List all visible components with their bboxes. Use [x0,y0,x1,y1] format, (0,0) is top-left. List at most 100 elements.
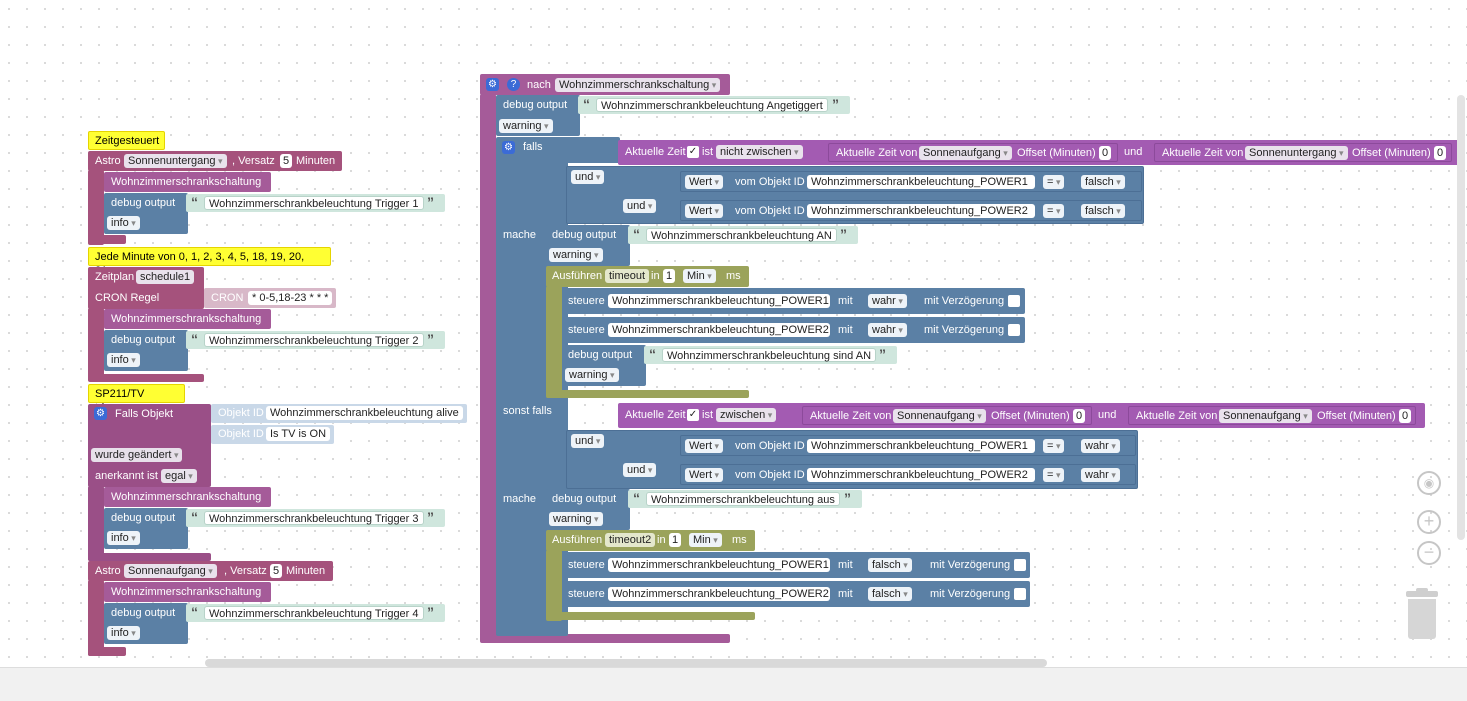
comment-sp211[interactable]: SP211/TV trigger [88,384,185,414]
text-block[interactable]: “ Wohnzimmerschrankbeleuchtung aus ” [628,490,862,508]
variable-block[interactable]: Wohnzimmerschrankschaltung [104,487,271,507]
astro-trigger-block[interactable]: Astro Sonnenuntergang , Versatz 5 Minute… [88,151,342,171]
object-id-field[interactable]: Is TV is ON [266,427,331,441]
text-block[interactable]: “ Wohnzimmerschrankbeleuchtung Angetigge… [578,96,850,114]
astro-event-dropdown[interactable]: Sonnenuntergang [124,154,227,168]
text-block[interactable]: “ Wohnzimmerschrankbeleuchtung sind AN ” [644,346,897,364]
astro-time-block[interactable]: Aktuelle Zeit von Sonnenaufgang Offset (… [1128,406,1416,425]
logic-op-dropdown[interactable]: und [571,434,605,448]
object-id-block[interactable]: Objekt ID Is TV is ON [211,425,334,444]
wert-dropdown[interactable]: Wert [685,204,724,218]
log-level-dropdown[interactable]: warning [549,248,603,262]
delay-checkbox[interactable] [1014,588,1026,600]
debug-output-block[interactable]: debug output warning [546,225,630,266]
astro-event-dropdown[interactable]: Sonnenaufgang [124,564,217,578]
text-field[interactable]: Wohnzimmerschrankbeleuchtung sind AN [662,348,877,362]
timeout-name[interactable]: timeout2 [605,533,656,547]
ack-dropdown[interactable]: egal [161,469,197,483]
debug-output-block[interactable]: debug output info [104,603,188,644]
wert-dropdown[interactable]: Wert [685,439,724,453]
value-dropdown[interactable]: falsch [868,558,912,572]
control-block[interactable]: steuere Wohnzimmerschrankbeleuchtung_POW… [562,581,1030,607]
offset-input[interactable]: 0 [1099,146,1112,160]
operator-dropdown[interactable]: = [1043,468,1065,482]
checkbox-icon[interactable]: ✓ [687,146,699,158]
log-level-dropdown[interactable]: info [107,626,140,640]
wert-dropdown[interactable]: Wert [685,468,724,482]
value-dropdown[interactable]: falsch [1081,175,1125,189]
operator-dropdown[interactable]: = [1043,439,1065,453]
if-block[interactable]: ⚙ falls [496,137,620,163]
value-dropdown[interactable]: wahr [1081,439,1120,453]
log-level-dropdown[interactable]: warning [549,512,603,526]
variable-block[interactable]: Wohnzimmerschrankschaltung [104,309,271,329]
help-icon[interactable]: ? [507,78,520,91]
text-field[interactable]: Wohnzimmerschrankbeleuchtung Trigger 1 [204,196,424,210]
object-id-block[interactable]: Objekt ID Wohnzimmerschrankbeleuchtung a… [211,404,467,423]
offset-input[interactable]: 0 [1073,409,1086,423]
wert-dropdown[interactable]: Wert [685,175,724,189]
value-dropdown[interactable]: wahr [868,323,907,337]
schedule-name[interactable]: schedule1 [136,270,195,284]
compare-dropdown[interactable]: zwischen [716,408,777,422]
debug-output-block[interactable]: debug output info [104,508,188,549]
zoom-in-icon[interactable]: + [1417,510,1441,534]
object-id-field[interactable]: Wohnzimmerschrankbeleuchtung_POWER2 [807,468,1035,482]
timeout-block[interactable]: Ausführen timeout in 1 Min ms [546,266,749,287]
value-dropdown[interactable]: wahr [1081,468,1120,482]
value-dropdown[interactable]: wahr [868,294,907,308]
object-id-field[interactable]: Wohnzimmerschrankbeleuchtung_POWER1 [807,439,1035,453]
debug-output-block[interactable]: debug output warning [562,345,646,386]
text-field[interactable]: Wohnzimmerschrankbeleuchtung Trigger 2 [204,333,424,347]
offset-input[interactable]: 5 [270,564,283,578]
compare-state-block[interactable]: Wert vom Objekt ID Wohnzimmerschrankbele… [680,435,1136,456]
log-level-dropdown[interactable]: warning [499,119,553,133]
timeout-block[interactable]: Ausführen timeout2 in 1 Min ms [546,530,755,551]
text-field[interactable]: Wohnzimmerschrankbeleuchtung Angetiggert [596,98,828,112]
trash-icon[interactable] [1404,588,1440,639]
compare-state-block[interactable]: Wert vom Objekt ID Wohnzimmerschrankbele… [680,464,1136,485]
control-block[interactable]: steuere Wohnzimmerschrankbeleuchtung_POW… [562,288,1025,314]
zoom-out-icon[interactable]: − [1417,541,1441,565]
schedule-block[interactable]: Zeitplan schedule1 CRON Regel [88,267,204,309]
change-dropdown[interactable]: wurde geändert [91,448,183,462]
gear-icon[interactable]: ⚙ [502,141,515,154]
unit-dropdown[interactable]: Min [683,269,716,283]
nach-variable-dropdown[interactable]: Wohnzimmerschrankschaltung [555,78,721,92]
gear-icon[interactable]: ⚙ [94,407,107,420]
delay-checkbox[interactable] [1014,559,1026,571]
value-dropdown[interactable]: falsch [868,587,912,601]
astro-dropdown[interactable]: Sonnenaufgang [893,409,986,423]
astro-time-block[interactable]: Aktuelle Zeit von Sonnenuntergang Offset… [1154,143,1452,162]
offset-input[interactable]: 0 [1399,409,1412,423]
text-block[interactable]: “ Wohnzimmerschrankbeleuchtung Trigger 1… [186,194,445,212]
text-block[interactable]: “ Wohnzimmerschrankbeleuchtung Trigger 4… [186,604,445,622]
object-id-field[interactable]: Wohnzimmerschrankbeleuchtung_POWER2 [608,587,830,601]
astro-trigger-block[interactable]: Astro Sonnenaufgang , Versatz 5 Minuten [88,561,333,581]
debug-output-block[interactable]: debug output info [104,193,188,234]
checkbox-icon[interactable]: ✓ [687,409,699,421]
log-level-dropdown[interactable]: info [107,531,140,545]
text-block[interactable]: “ Wohnzimmerschrankbeleuchtung Trigger 3… [186,509,445,527]
astro-time-block[interactable]: Aktuelle Zeit von Sonnenaufgang Offset (… [802,406,1092,425]
control-block[interactable]: steuere Wohnzimmerschrankbeleuchtung_POW… [562,552,1030,578]
astro-dropdown[interactable]: Sonnenaufgang [919,146,1012,160]
recenter-icon[interactable]: ◉ [1417,471,1441,495]
cron-value[interactable]: * 0-5,18-23 * * * [248,291,333,305]
offset-input[interactable]: 5 [280,154,293,168]
astro-time-block[interactable]: Aktuelle Zeit von Sonnenaufgang Offset (… [828,143,1118,162]
vertical-scrollbar[interactable] [1457,95,1465,540]
object-id-field[interactable]: Wohnzimmerschrankbeleuchtung alive [266,406,463,420]
operator-dropdown[interactable]: = [1043,204,1065,218]
delay-checkbox[interactable] [1008,324,1020,336]
operator-dropdown[interactable]: = [1043,175,1065,189]
astro-dropdown[interactable]: Sonnenuntergang [1245,146,1348,160]
debug-output-block[interactable]: debug output info [104,330,188,371]
object-id-field[interactable]: Wohnzimmerschrankbeleuchtung_POWER1 [608,558,830,572]
object-id-field[interactable]: Wohnzimmerschrankbeleuchtung_POWER1 [807,175,1035,189]
astro-dropdown[interactable]: Sonnenaufgang [1219,409,1312,423]
log-level-dropdown[interactable]: info [107,216,140,230]
object-id-field[interactable]: Wohnzimmerschrankbeleuchtung_POWER1 [608,294,830,308]
log-level-dropdown[interactable]: info [107,353,140,367]
variable-block[interactable]: Wohnzimmerschrankschaltung [104,172,271,192]
